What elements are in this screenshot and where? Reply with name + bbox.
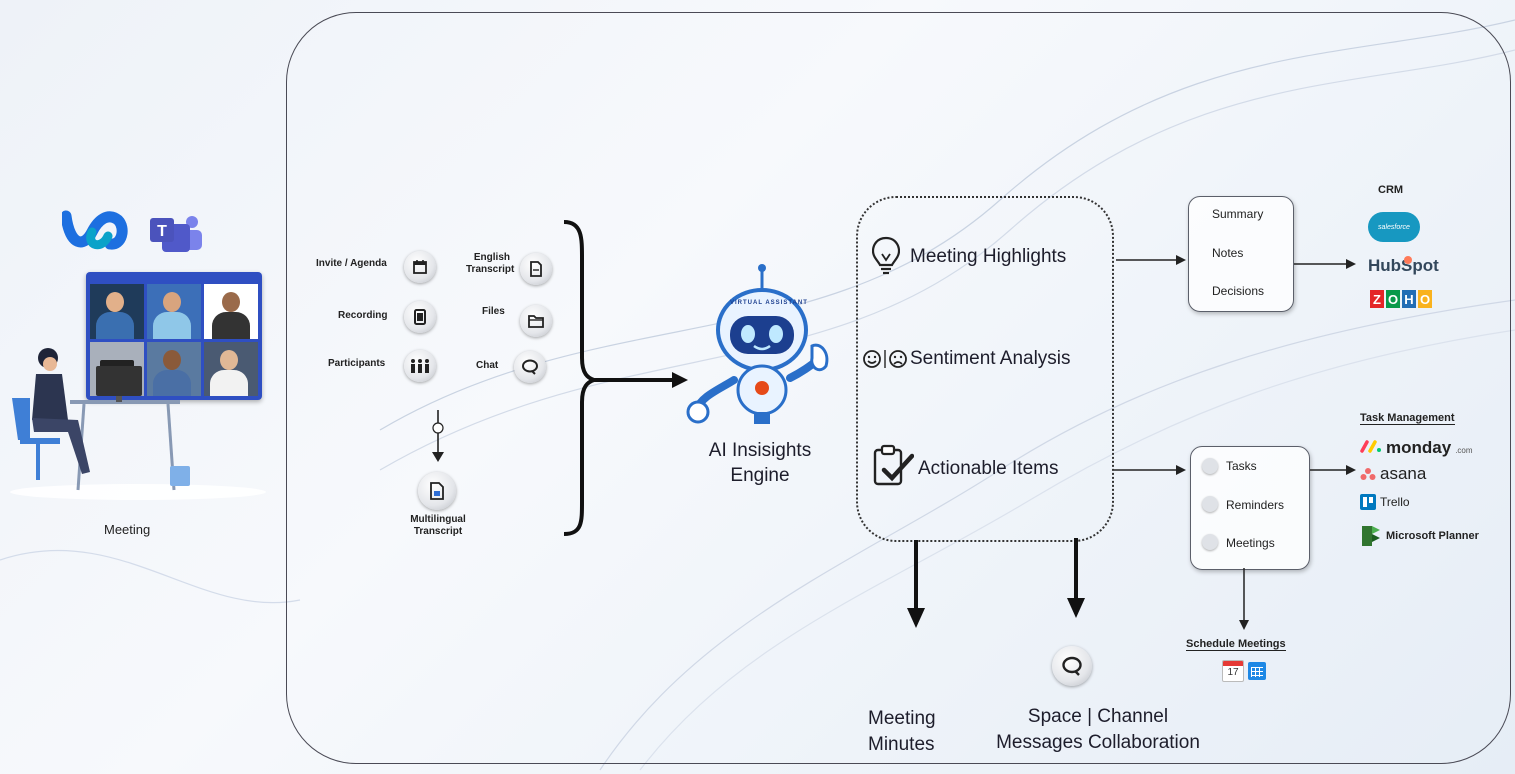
actions-to-taskmgmt-arrow: [1310, 465, 1356, 475]
monday-mark-icon: [1360, 440, 1381, 453]
reminders-label: Reminders: [1226, 498, 1285, 512]
lightbulb-icon: [872, 236, 900, 275]
tasks-label: Tasks: [1226, 459, 1257, 473]
hubspot-logo: HubSpot: [1368, 256, 1439, 275]
task-management-title: Task Management: [1360, 412, 1455, 425]
planner-icon: [1362, 526, 1380, 546]
participants-icon: [404, 350, 436, 382]
transcript-document-icon: [520, 253, 552, 285]
space-channel-label: Space | Channel Messages Collaboration: [996, 706, 1200, 753]
webex-logo-icon: [62, 210, 128, 250]
to-minutes-arrow: [907, 540, 925, 628]
input-to-engine-arrow: [594, 372, 688, 388]
files-label: Files: [482, 306, 505, 317]
recording-icon: [404, 301, 436, 333]
multilingual-transcript-icon: [418, 472, 456, 510]
monday-logo: monday.com: [1360, 438, 1473, 458]
meeting-highlights-label: Meeting Highlights: [910, 246, 1067, 267]
meetings-icon: [1202, 534, 1218, 550]
participant-tile: [147, 341, 201, 396]
participant-tile: [204, 341, 258, 396]
crm-title: CRM: [1378, 184, 1404, 196]
microsoft-planner-logo: Microsoft Planner: [1360, 524, 1479, 548]
summary-label: Summary: [1212, 207, 1264, 221]
asana-dots-icon: [1360, 468, 1376, 480]
trello-board-icon: [1360, 494, 1376, 510]
salesforce-logo: salesforce: [1368, 212, 1420, 242]
robot-badge-text: VIRTUAL ASSISTANT: [730, 300, 808, 306]
outlook-calendar-icon: [1248, 662, 1266, 680]
sentiment-faces-icon: [863, 350, 907, 368]
actions-to-tasks-arrow: [1114, 465, 1186, 475]
input-brace: [563, 220, 596, 536]
outputs-dotted-box: [856, 196, 1114, 542]
invite-agenda-label: Invite / Agenda: [316, 258, 387, 269]
chat-bubble-icon: [514, 351, 546, 383]
participant-tile: [204, 284, 258, 339]
svg-text:T: T: [157, 223, 167, 240]
asana-logo: asana: [1360, 464, 1426, 484]
space-chat-icon: [1052, 646, 1092, 686]
meeting-minutes-label: Meeting Minutes: [868, 708, 936, 755]
trello-logo: Trello: [1360, 494, 1410, 510]
summary-to-crm-arrow: [1294, 259, 1356, 269]
teams-logo-icon: T: [150, 216, 202, 252]
zoho-logo: Z O H O: [1370, 290, 1432, 308]
meetings-label: Meetings: [1226, 536, 1275, 550]
meetings-to-schedule-arrow: [1239, 568, 1249, 630]
reminders-icon: [1202, 496, 1218, 512]
ai-engine-label: AI Insisights Engine: [708, 440, 812, 486]
translate-arrow: [432, 410, 444, 462]
notes-label: Notes: [1212, 246, 1244, 260]
hubspot-sprocket-icon: [1404, 256, 1412, 264]
clipboard-check-icon: [873, 444, 914, 486]
person-at-desk-illustration: [10, 348, 266, 500]
participant-tile: [90, 284, 144, 339]
schedule-meetings-title: Schedule Meetings: [1186, 638, 1286, 651]
chat-label: Chat: [476, 360, 499, 371]
participant-tile: [147, 284, 201, 339]
highlights-details-box: [1188, 196, 1294, 312]
english-transcript-label: English Transcript: [466, 252, 515, 275]
calendar-icon: [404, 251, 436, 283]
sentiment-analysis-label: Sentiment Analysis: [910, 348, 1071, 369]
highlights-to-summary-arrow: [1116, 255, 1186, 265]
decisions-label: Decisions: [1212, 284, 1265, 298]
actionable-items-label: Actionable Items: [918, 458, 1059, 479]
meeting-label: Meeting: [104, 522, 151, 537]
to-space-arrow: [1067, 538, 1085, 618]
participants-label: Participants: [328, 358, 386, 369]
tasks-icon: [1202, 458, 1218, 474]
calendar-date-icon: 17: [1222, 660, 1244, 682]
diagram-frame: [286, 12, 1511, 764]
folder-icon: [520, 305, 552, 337]
multilingual-transcript-label: Multilingual Transcript: [410, 514, 466, 537]
ai-robot-assistant-icon: [686, 264, 829, 424]
recording-label: Recording: [338, 310, 388, 321]
